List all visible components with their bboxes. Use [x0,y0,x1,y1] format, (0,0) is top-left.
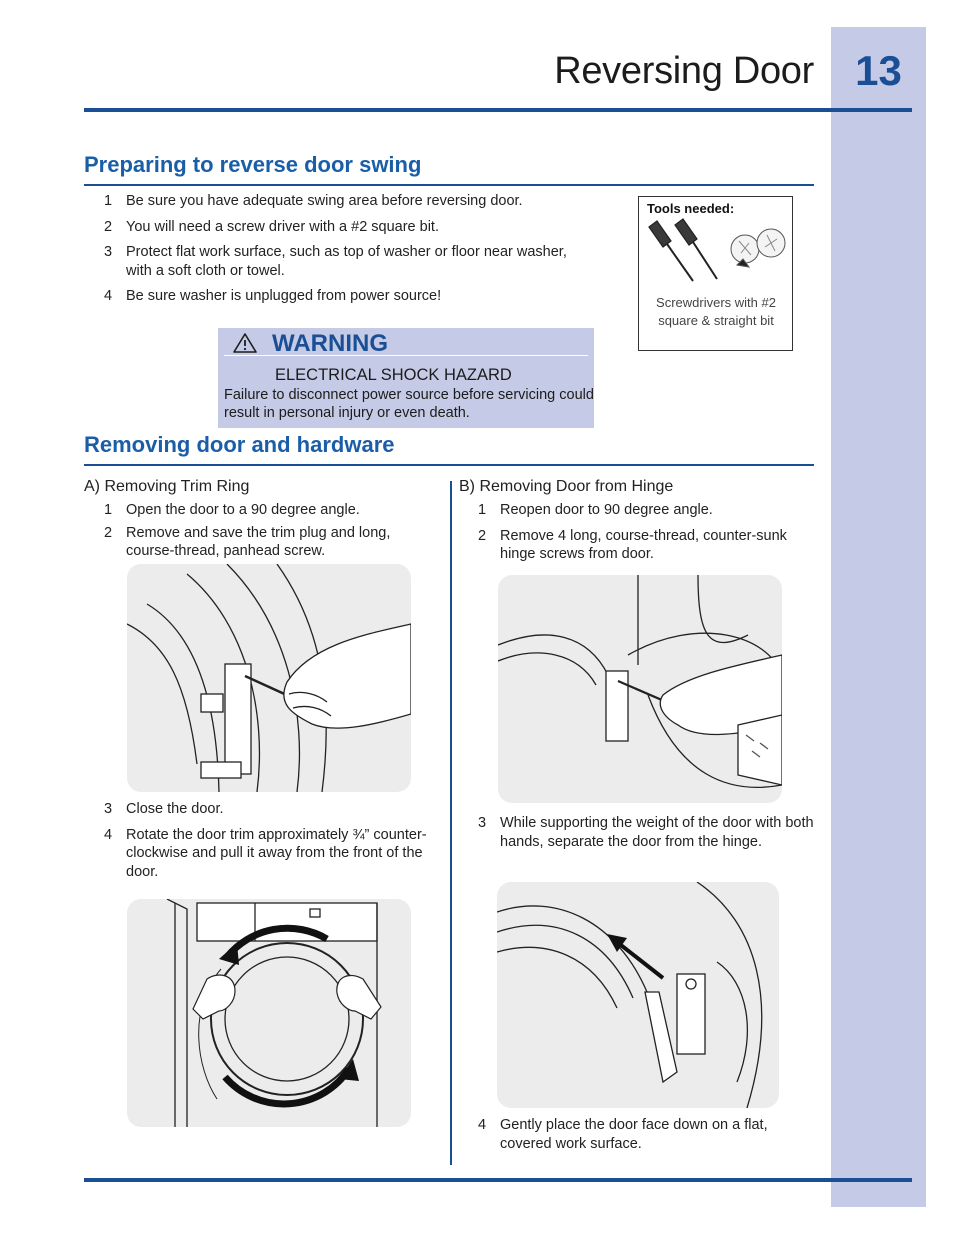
step-text: While supporting the weight of the door … [500,815,814,850]
screwdrivers-illustration [648,218,786,282]
list-item: 1 Open the door to a 90 degree angle. [104,501,440,520]
hinge-steps-3: 4 Gently place the door face down on a f… [478,1116,818,1153]
figure-hinge-screws [498,575,782,803]
step-text: Remove and save the trim plug and long, … [126,524,391,560]
step-number: 1 [104,193,113,209]
hinge-screws-illustration [498,575,782,789]
tools-needed-box: Tools needed: Screwdrivers with #2 squar… [638,196,793,351]
list-item: 4 Rotate the door trim approximately ¾” … [104,826,440,882]
step-text: Rotate the door trim approximately ¾” co… [126,826,427,880]
warning-title: WARNING [272,330,388,357]
list-item: 2 Remove 4 long, course-thread, counter-… [478,527,818,564]
list-item: 1 Reopen door to 90 degree angle. [478,501,818,520]
page-title: Reversing Door [554,50,814,92]
separate-door-illustration [497,882,763,1108]
list-item: 3 Close the door. [104,800,440,819]
step-number: 3 [104,244,113,260]
footer-rule [84,1178,912,1182]
trim-steps-2: 3 Close the door. 4 Rotate the door trim… [104,800,440,881]
step-number: 4 [478,1117,487,1133]
list-item: 4 Be sure washer is unplugged from power… [104,287,574,306]
step-number: 2 [104,524,113,541]
hinge-heading: B) Removing Door from Hinge [459,478,674,495]
tools-caption: Screwdrivers with #2 square & straight b… [656,295,776,328]
step-number: 1 [104,502,113,518]
list-item: 4 Gently place the door face down on a f… [478,1116,818,1153]
warning-text: Failure to disconnect power source befor… [224,387,594,421]
step-number: 1 [478,502,487,518]
step-text: Be sure washer is unplugged from power s… [126,288,442,304]
page-number: 13 [855,47,902,94]
list-item: 1 Be sure you have adequate swing area b… [104,192,574,211]
step-text: Remove 4 long, course-thread, counter-su… [500,527,787,563]
step-number: 2 [104,218,113,235]
figure-rotate-trim [127,899,411,1127]
step-number: 3 [104,801,113,817]
step-text: You will need a screw driver with a #2 s… [126,218,439,235]
step-number: 4 [104,288,113,304]
screwdriver-icon [648,220,694,282]
step-text: Open the door to a 90 degree angle. [126,502,360,518]
column-divider [450,481,452,1165]
trim-heading: A) Removing Trim Ring [84,478,250,495]
step-text: Protect flat work surface, such as top o… [126,244,567,279]
step-number: 4 [104,826,113,843]
warning-header: WARNING [224,330,588,356]
step-number: 2 [478,527,487,544]
prep-rule [84,184,814,186]
list-item: 3 While supporting the weight of the doo… [478,814,818,851]
removing-rule [84,464,814,466]
step-number: 3 [478,815,487,831]
side-tab [831,27,926,1207]
step-text: Close the door. [126,801,224,817]
step-text: Reopen door to 90 degree angle. [500,502,713,518]
prep-heading: Preparing to reverse door swing [84,152,422,177]
list-item: 2 Remove and save the trim plug and long… [104,524,440,561]
rotate-trim-illustration [166,899,382,1127]
list-item: 3 Protect flat work surface, such as top… [104,243,574,280]
list-item: 2 You will need a screw driver with a #2… [104,218,574,237]
step-text: Gently place the door face down on a fla… [500,1117,768,1152]
screwdriver-icon [674,218,718,280]
warning-box: WARNING ELECTRICAL SHOCK HAZARD Failure … [218,328,594,428]
header-rule [84,108,912,112]
figure-separate-door [497,882,779,1108]
bit-detail-icon [730,228,786,268]
figure-trim-screw [127,564,411,792]
hinge-steps-2: 3 While supporting the weight of the doo… [478,814,818,851]
warning-triangle-icon [233,333,257,353]
prep-steps: 1 Be sure you have adequate swing area b… [104,192,574,306]
trim-steps-1: 1 Open the door to a 90 degree angle. 2 … [104,501,440,561]
hazard-label: ELECTRICAL SHOCK HAZARD [275,366,512,384]
tools-title: Tools needed: [647,201,735,216]
hinge-steps-1: 1 Reopen door to 90 degree angle. 2 Remo… [478,501,818,564]
step-text: Be sure you have adequate swing area bef… [126,193,523,209]
removing-heading: Removing door and hardware [84,432,395,457]
trim-screw-illustration [127,564,411,792]
